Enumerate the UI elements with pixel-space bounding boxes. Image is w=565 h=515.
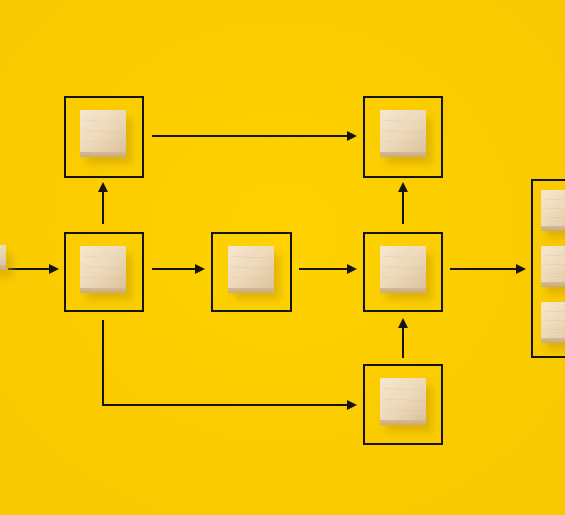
output-stack-block-2-side [541,281,565,287]
center-left-block [80,246,132,300]
top-right-block-grain [382,120,424,123]
top-left-block-face [80,110,126,152]
bottom-right-block [380,378,432,432]
bottom-right-block-side [380,419,426,425]
center-block-grain [230,256,272,259]
node-frames [64,96,565,445]
center-left-block-frame [64,232,144,312]
bottom-right-block-grain [382,409,424,412]
output-stack-block-1-grain [543,198,565,201]
center-left-block-grain [82,266,124,269]
center-block-grain [230,277,272,280]
top-right-block-grain [382,141,424,144]
center-block-frame [211,232,292,312]
center-left-block-side [80,287,126,293]
center-right-block-grain [382,277,424,280]
output-stack-block-3-grain [543,319,565,322]
top-left-block-grain [82,141,124,144]
center-right-block-face [380,246,426,288]
top-left-block-grain [82,130,124,133]
center-block-grain [230,266,272,269]
output-stack-block-3-side [541,337,565,343]
output-stack-block-3-grain [543,328,565,331]
output-stack-block-3-face [541,302,565,338]
output-stack-block-2 [541,246,565,294]
output-stack-block-2-grain [543,263,565,266]
center-left-block-grain [82,256,124,259]
output-stack-block-2-grain [543,272,565,275]
center-right-block-side [380,287,426,293]
top-right-block [380,110,432,164]
input-block-side [0,264,6,270]
connector-lines [8,131,526,410]
center-block [228,246,280,300]
output-stack-block-3 [541,302,565,350]
top-right-block-grain [382,130,424,133]
input-block-face [0,245,6,265]
top-right-block-side [380,151,426,157]
top-left-block [80,110,132,164]
output-stack-block-2-grain [543,254,565,257]
center-right-block-grain [382,256,424,259]
output-stack-block-1 [541,190,565,238]
bottom-right-block-grain [382,398,424,401]
output-stack-frame [531,179,565,358]
bottom-right-block-face [380,378,426,420]
center-block-face [228,246,274,288]
arrow-center-left-to-bottom-right [102,320,357,410]
output-stack-block-1-grain [543,216,565,219]
output-stack-block-1-grain [543,207,565,210]
top-right-block-frame [363,96,443,178]
top-left-block-grain [82,120,124,123]
output-stack-block-3-grain [543,310,565,313]
center-block-side [228,287,274,293]
top-right-block-face [380,110,426,152]
input-block [0,245,12,277]
wooden-blocks [0,110,565,432]
center-left-block-face [80,246,126,288]
center-right-block-grain [382,266,424,269]
output-stack-block-1-side [541,225,565,231]
top-left-block-side [80,151,126,157]
center-right-block [380,246,432,300]
top-left-block-frame [64,96,144,178]
output-stack-block-2-face [541,246,565,282]
center-right-block-frame [363,232,443,312]
center-left-block-grain [82,277,124,280]
output-stack-block-1-face [541,190,565,226]
bottom-right-block-grain [382,388,424,391]
bottom-right-block-frame [363,364,443,445]
